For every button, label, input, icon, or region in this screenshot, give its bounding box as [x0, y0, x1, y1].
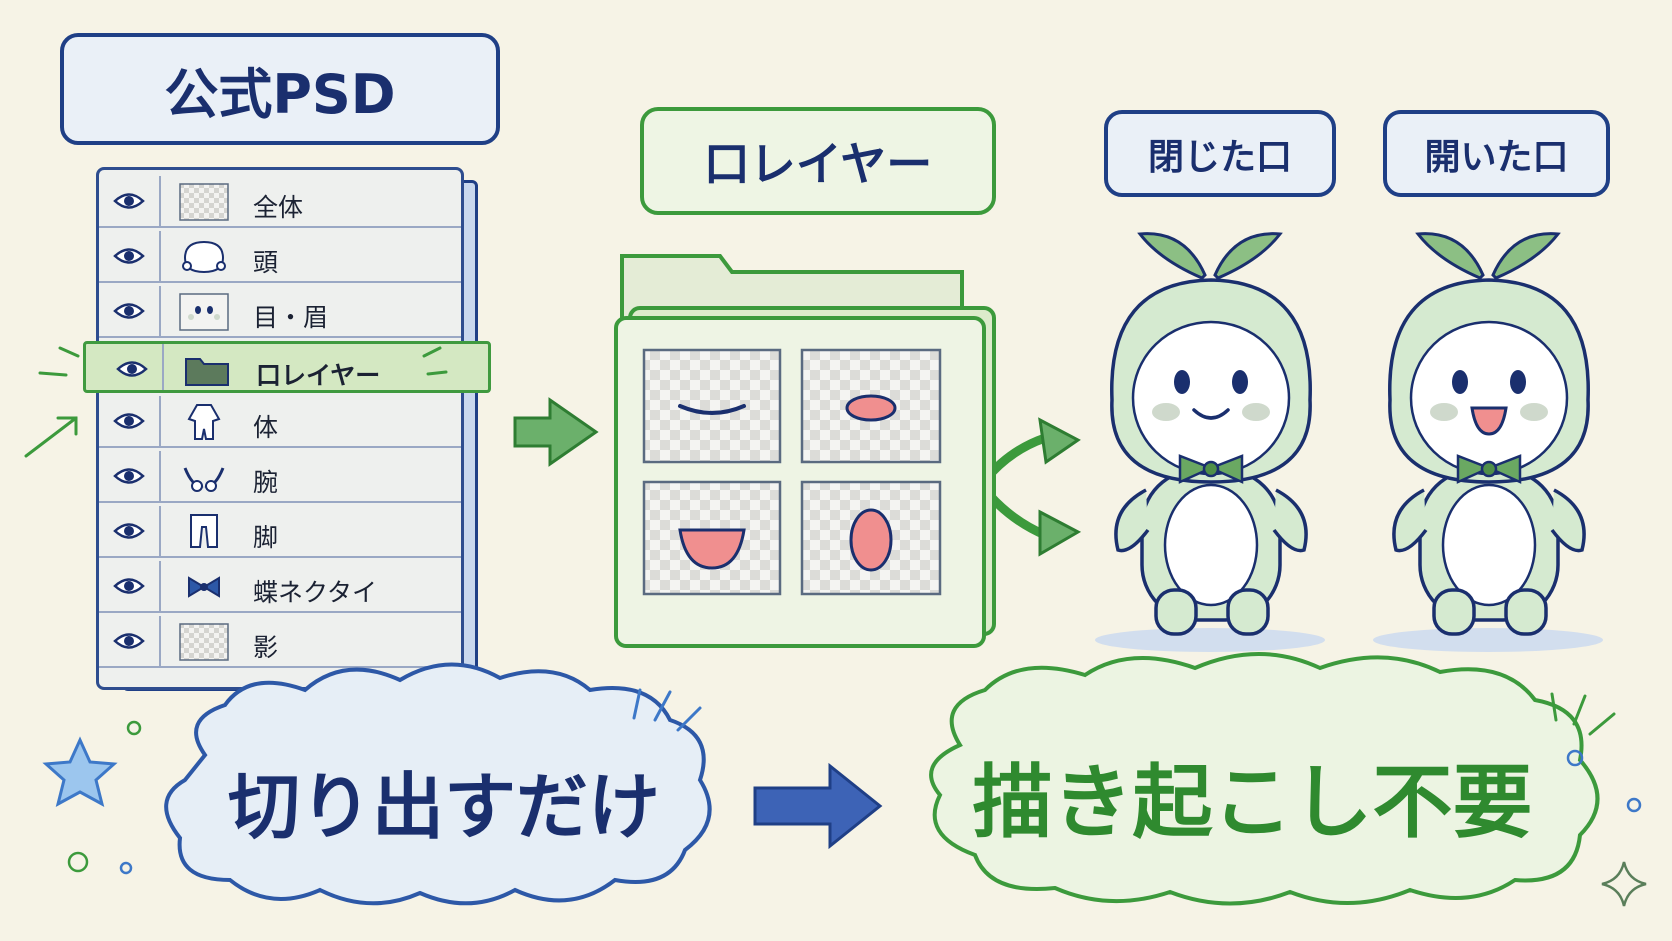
column-divider — [159, 396, 161, 446]
layer-label: 頭 — [253, 248, 279, 277]
checker-icon — [179, 623, 229, 661]
bottom-arrow-right-icon — [753, 762, 883, 850]
bowtie-icon — [179, 568, 229, 606]
small-circle-icon — [1626, 797, 1642, 813]
mouth-folder — [614, 254, 996, 648]
smile-closed-mouth-icon — [678, 404, 746, 415]
round-open-mouth-icon — [849, 508, 893, 572]
layer-label: 体 — [253, 413, 279, 442]
eye-icon[interactable] — [113, 575, 145, 597]
column-divider — [159, 286, 161, 336]
mascot-closed-mouth — [1095, 232, 1325, 652]
layer-row[interactable]: 蝶ネクタイ — [99, 561, 461, 613]
layer-label: 口レイヤー — [256, 361, 381, 390]
body-outline-icon — [179, 403, 229, 441]
small-circle-icon — [126, 720, 142, 736]
layer-row[interactable]: 口レイヤー — [83, 341, 491, 393]
column-divider — [159, 231, 161, 281]
mouth-grid — [642, 348, 942, 596]
eye-icon[interactable] — [113, 520, 145, 542]
arrow-right-icon — [513, 397, 599, 467]
small-circle-icon — [119, 861, 133, 875]
mouth-layer-title: 口レイヤー — [640, 107, 996, 215]
layer-row[interactable]: 目・眉 — [99, 286, 461, 338]
star-icon — [42, 736, 118, 807]
small-open-mouth-icon — [845, 394, 897, 422]
sparkle-icon — [1601, 861, 1647, 907]
layer-row[interactable]: 体 — [99, 396, 461, 448]
eye-icon[interactable] — [113, 465, 145, 487]
closed-mouth-label: 閉じた口 — [1104, 110, 1336, 197]
wide-open-mouth-icon — [678, 528, 746, 570]
eye-icon[interactable] — [113, 190, 145, 212]
eye-icon[interactable] — [116, 358, 148, 380]
column-divider — [159, 176, 161, 226]
layer-label: 脚 — [253, 523, 279, 552]
mascot-open-mouth — [1373, 232, 1603, 652]
layer-label: 全体 — [253, 193, 304, 222]
layer-label: 影 — [253, 633, 279, 662]
layer-row[interactable]: 脚 — [99, 506, 461, 558]
layer-label: 蝶ネクタイ — [253, 578, 378, 607]
eye-icon[interactable] — [113, 300, 145, 322]
arrow-head-upper-icon — [1038, 417, 1081, 465]
column-divider — [159, 451, 161, 501]
eye-icon[interactable] — [113, 245, 145, 267]
small-circle-icon — [67, 851, 89, 873]
legs-outline-icon — [179, 513, 229, 551]
layer-row[interactable]: 全体 — [99, 176, 461, 228]
open-mouth-label: 開いた口 — [1383, 110, 1610, 197]
no-drawing-needed-text: 描き起こし不要 — [972, 756, 1533, 849]
column-divider — [159, 561, 161, 611]
column-divider — [159, 506, 161, 556]
burst-lines-icon — [632, 688, 702, 732]
layer-row[interactable]: 頭 — [99, 231, 461, 283]
eye-icon[interactable] — [113, 410, 145, 432]
layer-label: 腕 — [253, 468, 279, 497]
layers-panel: 全体頭目・眉口レイヤー体腕脚蝶ネクタイ影 — [83, 167, 491, 690]
mascot-characters — [1095, 232, 1603, 652]
layer-row[interactable]: 影 — [99, 616, 461, 668]
eye-icon[interactable] — [113, 630, 145, 652]
checker-icon — [179, 183, 229, 221]
folder-icon — [182, 351, 232, 389]
arms-outline-icon — [179, 458, 229, 496]
layer-label: 目・眉 — [253, 303, 329, 332]
cut-only-text: 切り出すだけ — [227, 764, 660, 849]
face-icon — [179, 293, 229, 331]
column-divider — [159, 616, 161, 666]
column-divider — [162, 344, 164, 390]
arrow-head-lower-icon — [1038, 509, 1082, 557]
head-outline-icon — [179, 238, 229, 276]
layer-row[interactable]: 腕 — [99, 451, 461, 503]
psd-title: 公式PSD — [60, 33, 500, 145]
